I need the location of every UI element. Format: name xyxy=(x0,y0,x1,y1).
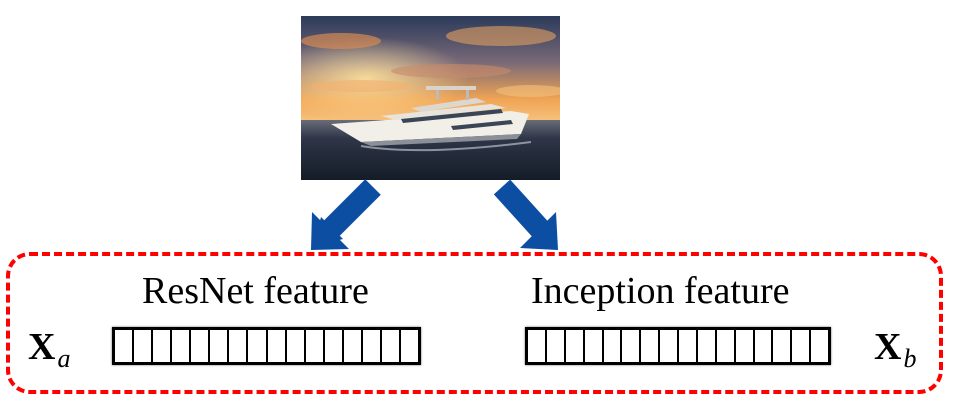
vector-cell xyxy=(382,330,401,362)
vector-cell xyxy=(773,330,793,362)
vector-cell xyxy=(287,330,306,362)
vector-cell xyxy=(401,330,418,362)
arrow-to-inception xyxy=(493,179,558,250)
vector-cell xyxy=(191,330,211,362)
vector-cell xyxy=(229,330,249,362)
variable-xb: Xb xyxy=(874,326,916,372)
vector-cell xyxy=(210,330,230,362)
vector-cell xyxy=(755,330,774,362)
vector-cell xyxy=(306,330,325,362)
vector-cell xyxy=(585,330,604,362)
variable-xa: Xa xyxy=(28,326,70,372)
vector-cell xyxy=(325,330,344,362)
vector-cell xyxy=(363,330,382,362)
resnet-feature-vector xyxy=(112,327,421,365)
variable-xa-base: X xyxy=(28,326,56,368)
yacht-photo xyxy=(301,16,560,180)
vector-cell xyxy=(268,330,287,362)
vector-cell xyxy=(698,330,717,362)
vector-cell xyxy=(547,330,566,362)
vector-cell xyxy=(115,330,135,362)
vector-cell xyxy=(528,330,547,362)
feature-group-frame xyxy=(6,252,943,394)
vector-cell xyxy=(622,330,642,362)
vector-cell xyxy=(604,330,623,362)
variable-xa-subscript: a xyxy=(57,344,71,373)
inception-feature-vector xyxy=(525,327,831,365)
vector-cell xyxy=(153,330,173,362)
resnet-feature-label: ResNet feature xyxy=(142,270,369,312)
vector-cell xyxy=(172,330,192,362)
vector-cell xyxy=(248,330,268,362)
vector-cell xyxy=(134,330,154,362)
vector-cell xyxy=(717,330,736,362)
vector-cell xyxy=(792,330,812,362)
vector-cell xyxy=(566,330,585,362)
arrow-to-resnet xyxy=(311,179,381,250)
variable-xb-subscript: b xyxy=(903,344,917,373)
vector-cell xyxy=(660,330,679,362)
variable-xb-base: X xyxy=(874,326,902,368)
vector-cell xyxy=(736,330,755,362)
inception-feature-label: Inception feature xyxy=(531,270,790,312)
vector-cell xyxy=(641,330,661,362)
vector-cell xyxy=(811,330,828,362)
vector-cell xyxy=(679,330,698,362)
vector-cell xyxy=(344,330,363,362)
